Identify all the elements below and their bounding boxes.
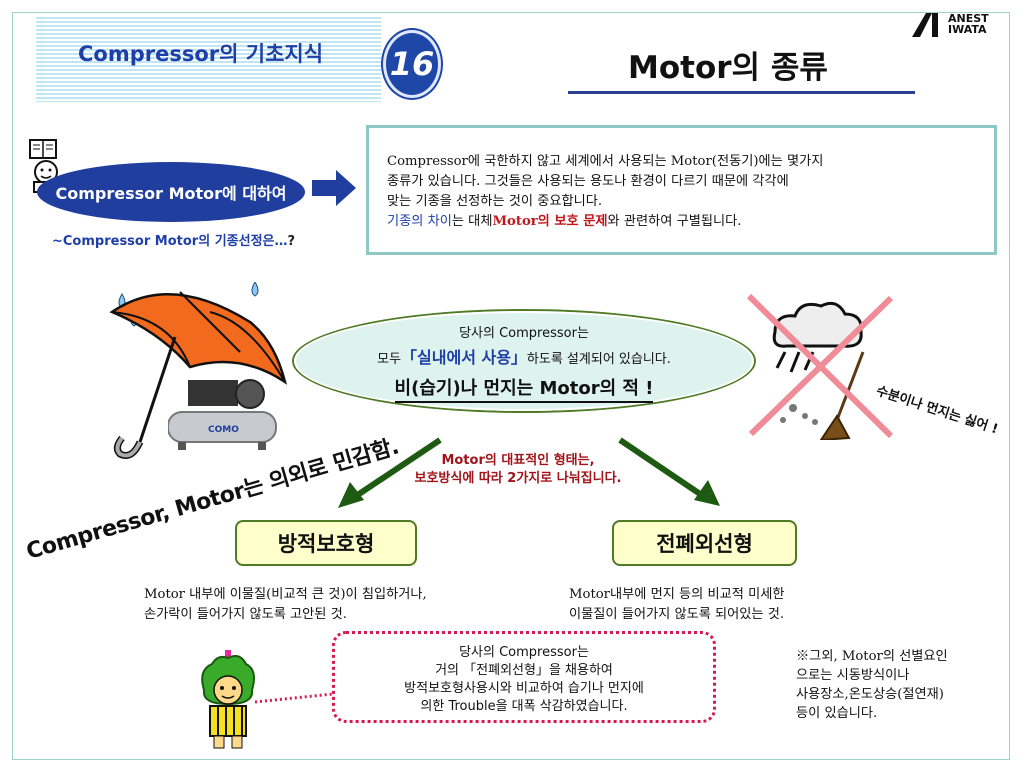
header-title: Compressor의 기초지식 [78,42,324,66]
mascot-character-icon [201,650,255,749]
arrow-right-icon [312,170,356,206]
classification-line-2: 보호방식에 따라 2가지로 나눠집니다. [414,471,622,486]
page-title: Motor의 종류 [628,50,828,86]
classification-text: Motor의 대표적인 형태는, 보호방식에 따라 2가지로 나눠집니다. [388,452,648,488]
header-band [36,17,381,102]
intro-line-3: 맞는 기종을 선정하는 것이 중요합니다. [387,194,603,209]
compressor-brand-label: COMO [208,425,239,435]
drip-proof-description: Motor 내부에 이물질(비교적 큰 것)이 침입하거나, 손가락이 들어가지… [144,587,427,622]
intro-text-box: Compressor에 국한하지 않고 세계에서 사용되는 Motor(전동기)… [366,125,997,255]
anest-iwata-logo: ANEST IWATA [912,13,998,39]
intro-line-4: 기종의 차이는 대체Motor의 보호 문제와 관련하여 구별됩니다. [387,214,742,229]
indoor-line-1: 당사의 Compressor는 [459,326,589,341]
intro-line-2: 종류가 있습니다. 그것들은 사용되는 용도나 환경이 다르기 때문에 각각에 [387,174,789,189]
slide-frame [12,12,1010,760]
totally-enclosed-description: Motor내부에 먼지 등의 비교적 미세한 이물질이 들어가지 않도록 되어있… [569,587,785,622]
logo-mark-icon [912,13,938,37]
title-underline [568,91,915,94]
umbrella-icon [109,282,287,459]
totally-enclosed-type-box: 전폐외선형 [612,520,797,566]
indoor-line-2: 모두「실내에서 사용」하도록 설계되어 있습니다. [377,348,671,367]
compressor-machine-icon: COMO [168,379,277,450]
drip-proof-type-box: 방적보호형 [235,520,417,566]
indoor-use-ellipse [294,311,754,411]
section-number-badge: 16 [383,30,441,98]
classification-line-1: Motor의 대표적인 형태는, [441,453,595,468]
no-rain-dust-icon [746,293,894,440]
indoor-line-3: 비(습기)나 먼지는 Motor의 적 ! [294,374,754,403]
branch-arrows [338,437,720,508]
logo-line1: ANEST [948,12,989,25]
other-factors-note: ※그외, Motor의 선별요인 으로는 시동방식이나 사용장소,온도상승(절연… [796,649,948,721]
callout-connector [255,692,334,704]
logo-line2: IWATA [948,23,987,36]
compressor-motor-subtitle: ~Compressor Motor의 기종선정은…? [52,234,296,249]
compressor-motor-ellipse: Compressor Motor에 대하여 [37,162,305,222]
intro-line-1: Compressor에 국한하지 않고 세계에서 사용되는 Motor(전동기)… [387,154,824,169]
summary-box: 당사의 Compressor는 거의 「전폐외선형」을 채용하여 방적보호형사용… [332,631,716,723]
compressor-motor-label: Compressor Motor에 대하여 [55,184,287,203]
